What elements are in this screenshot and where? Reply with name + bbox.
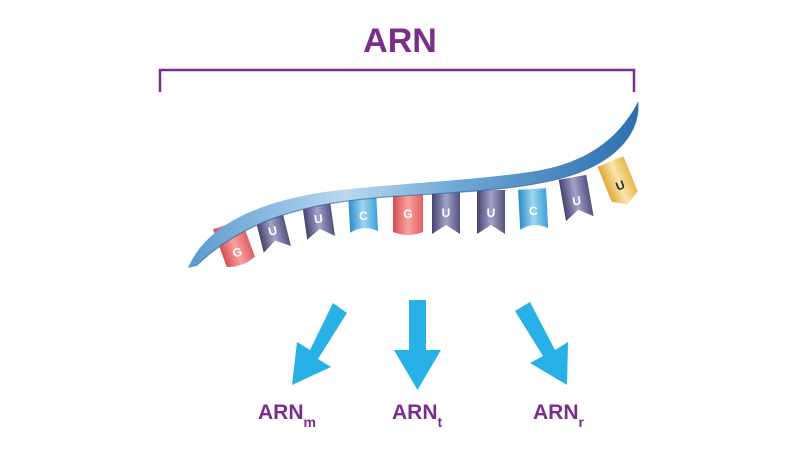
arrow-center: [394, 300, 441, 390]
output-label-rrna-sub: r: [579, 414, 585, 430]
output-label-rrna-main: ARN: [533, 401, 579, 424]
base-letter-8: C: [529, 204, 539, 218]
output-label-mrna-main: ARN: [258, 401, 304, 424]
diagram-title: ARN: [363, 22, 437, 60]
base-10-terminal: U: [597, 156, 638, 205]
output-label-trna: ARNt: [392, 401, 443, 430]
rna-backbone: [188, 102, 639, 268]
base-letter-4: C: [359, 209, 369, 223]
output-label-mrna-sub: m: [304, 414, 316, 430]
base-letter-5: G: [403, 207, 412, 221]
base-9: U: [558, 174, 594, 222]
base-7: U: [477, 190, 505, 234]
arrow-left: [292, 303, 347, 385]
output-label-trna-main: ARN: [392, 401, 438, 424]
rna-backbone-edge: [195, 101, 639, 267]
base-4: C: [348, 191, 379, 233]
output-label-mrna: ARNm: [258, 401, 316, 430]
base-letter-3: U: [313, 211, 324, 226]
base-letter-6: U: [442, 206, 451, 220]
base-letter-9: U: [571, 193, 582, 208]
base-5: G: [393, 188, 423, 235]
base-letter-1: G: [231, 244, 245, 260]
base-8: C: [518, 188, 549, 230]
output-label-trna-sub: t: [438, 414, 443, 430]
base-letter-2: U: [267, 223, 279, 239]
arrow-right: [515, 302, 568, 385]
base-letter-7: U: [487, 206, 496, 220]
bracket: [158, 68, 636, 92]
output-label-rrna: ARNr: [533, 401, 585, 430]
rna-bases: G U U C G U U C: [213, 156, 638, 267]
base-6: U: [432, 190, 460, 234]
